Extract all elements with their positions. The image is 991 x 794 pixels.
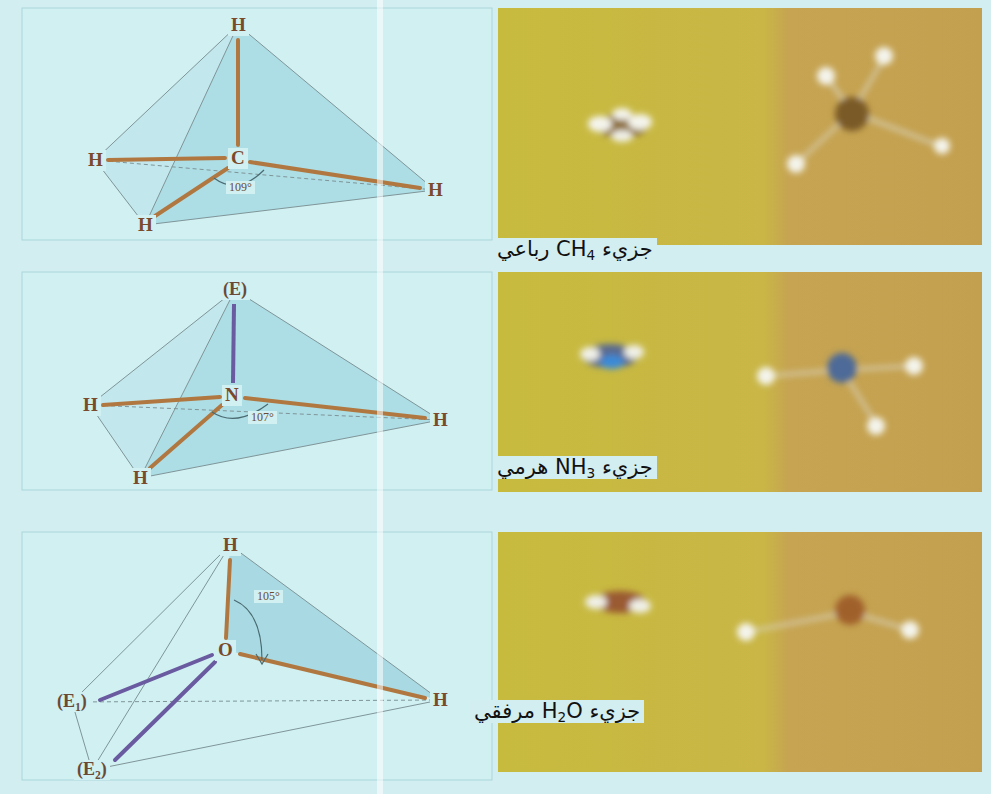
atom-label: H <box>425 180 446 201</box>
tetrahedron <box>72 545 440 770</box>
atom-label: H <box>228 15 249 36</box>
tetrahedron <box>95 25 435 225</box>
angle-label: 109° <box>226 181 255 194</box>
molecule-caption: جزيء NH3 هرمي <box>493 456 657 479</box>
panel <box>22 272 492 490</box>
atom-label: H <box>430 690 451 711</box>
angle-label: 105° <box>254 590 283 603</box>
atom-label: H <box>80 395 101 416</box>
atom-label: H <box>130 468 151 489</box>
atom-label: N <box>222 385 242 406</box>
ball-and-stick-model <box>588 47 950 173</box>
photo-panel <box>498 8 982 245</box>
lone-pair-label: (E1) <box>54 692 90 712</box>
atom-label: C <box>228 148 248 169</box>
light-streak <box>377 0 383 794</box>
lone-pair-label: (E) <box>220 280 250 300</box>
tetrahedron <box>90 290 440 478</box>
molecule-caption: جزيء CH4 رباعي <box>493 238 657 261</box>
atom-label: H <box>430 410 451 431</box>
panel <box>22 532 492 780</box>
panel <box>22 8 492 240</box>
ball-and-stick-model <box>585 591 919 641</box>
angle-label: 107° <box>248 411 277 424</box>
lone-pair-label: (E2) <box>74 760 110 780</box>
atom-label: H <box>135 215 156 236</box>
atom-label: H <box>220 535 241 556</box>
ball-and-stick-model <box>580 344 923 435</box>
molecule-caption: جزيء H2O مرفقي <box>470 700 644 723</box>
photo-panel <box>498 532 982 772</box>
atom-label: H <box>85 150 106 171</box>
atom-label: O <box>215 640 236 661</box>
